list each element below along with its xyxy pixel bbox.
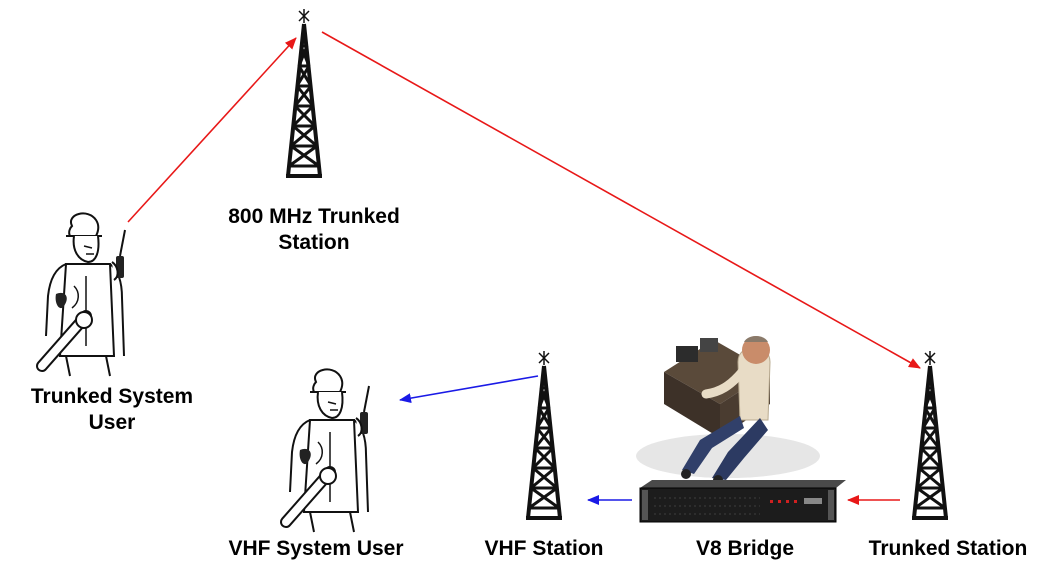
link-user-to-800-station: [127, 37, 297, 223]
radio-tower-icon: [284, 7, 324, 178]
label-line: Trunked System: [30, 385, 194, 408]
radio-tower-icon: [524, 349, 564, 520]
label-line: 800 MHz Trunked: [228, 205, 400, 228]
rack-bridge-icon: [639, 480, 846, 523]
link-800-to-trunked-station: [321, 31, 921, 369]
label-800mhz-trunked-station: 800 MHz Trunked Station: [196, 204, 432, 256]
radio-user-icon: [286, 369, 369, 532]
label-trunked-station: Trunked Station: [868, 537, 1028, 560]
dispatch-operator-icon: [636, 336, 820, 485]
label-trunked-system-user: Trunked System User: [2, 384, 222, 436]
link-vhf-station-to-vhf-user: [399, 375, 539, 404]
radio-tower-icon: [910, 349, 950, 520]
label-vhf-station: VHF Station: [484, 537, 604, 560]
radio-user-icon: [42, 213, 125, 376]
label-line: Station: [278, 231, 350, 254]
label-line: User: [88, 411, 136, 434]
label-v8-bridge: V8 Bridge: [695, 537, 795, 560]
label-vhf-system-user: VHF System User: [228, 537, 404, 560]
